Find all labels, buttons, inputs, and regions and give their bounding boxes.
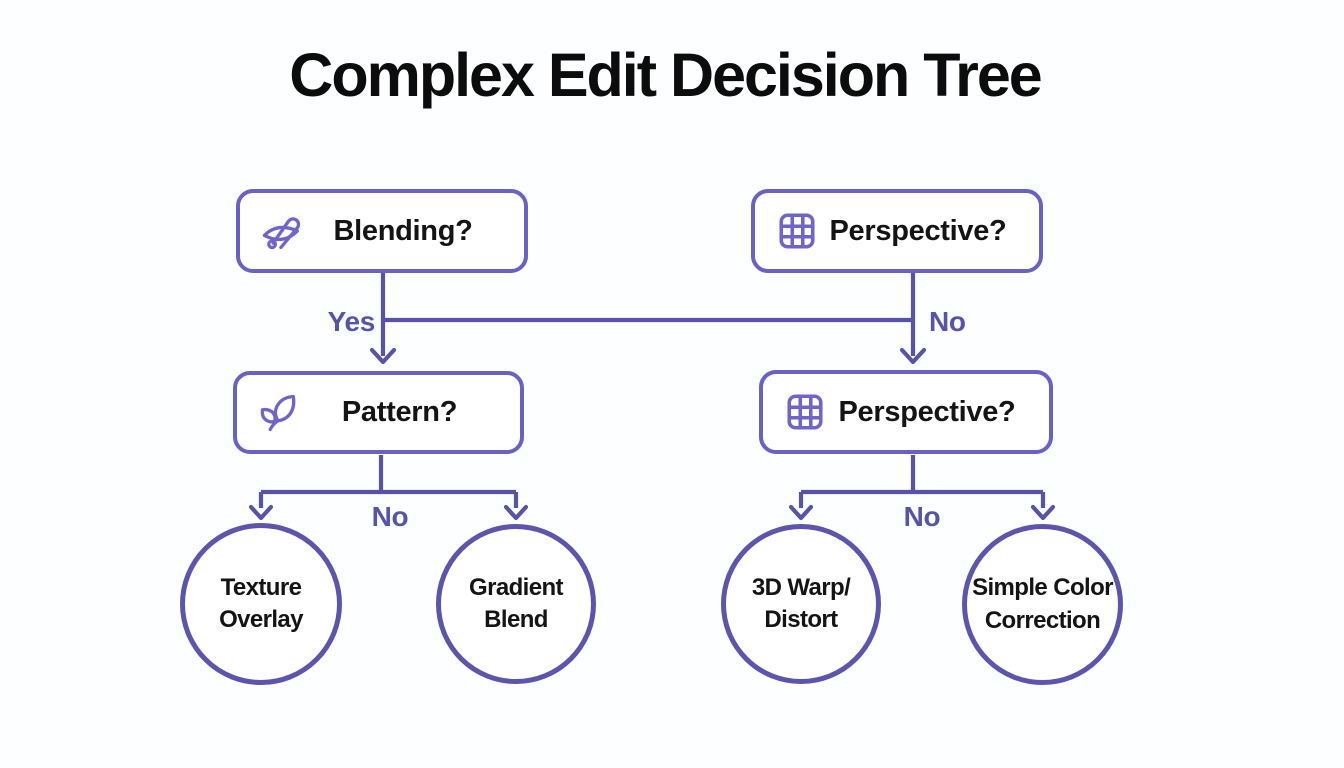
node-label-line: Texture	[220, 573, 302, 601]
node-perspective-top[interactable]: Perspective?	[751, 189, 1043, 273]
grid-icon	[775, 209, 819, 253]
leaf-icon	[257, 391, 301, 435]
edge-label-no: No	[903, 501, 941, 532]
node-label-line: Correction	[984, 606, 1101, 634]
arrowhead-down-icon	[1030, 504, 1056, 521]
node-gradient-blend[interactable]: Gradient Blend	[436, 524, 596, 684]
node-label-line: Distort	[764, 606, 838, 633]
arrowhead-down-icon	[248, 504, 274, 521]
arrowhead-down-icon	[369, 347, 397, 365]
grid-icon	[783, 390, 827, 434]
node-label-line: Gradient	[469, 573, 563, 601]
node-label: Perspective?	[829, 214, 1007, 247]
node-label: Pattern?	[341, 396, 458, 428]
edge-label-no: No	[929, 306, 966, 337]
node-label: Blending?	[333, 214, 473, 247]
arrowhead-down-icon	[788, 504, 814, 521]
node-label: Perspective?	[838, 395, 1016, 428]
arrowhead-down-icon	[503, 504, 529, 521]
node-label-line: Simple Color	[972, 574, 1113, 602]
node-blending[interactable]: Blending?	[236, 189, 528, 273]
edge-label-no: No	[371, 501, 409, 532]
node-simple-color-correction[interactable]: Simple Color Correction	[962, 524, 1123, 685]
edge-label-yes: Yes	[327, 306, 376, 337]
node-pattern[interactable]: Pattern?	[233, 371, 524, 454]
node-perspective-mid[interactable]: Perspective?	[759, 370, 1053, 454]
node-3d-warp-distort[interactable]: 3D Warp/ Distort	[721, 524, 881, 684]
arrowhead-down-icon	[899, 347, 927, 365]
node-label-line: 3D Warp/	[751, 573, 851, 601]
node-texture-overlay[interactable]: Texture Overlay	[180, 523, 342, 685]
brush-blend-icon	[260, 209, 304, 253]
node-label-line: Overlay	[219, 606, 303, 633]
node-label-line: Blend	[484, 606, 548, 633]
page-title: Complex Edit Decision Tree	[289, 41, 1042, 109]
